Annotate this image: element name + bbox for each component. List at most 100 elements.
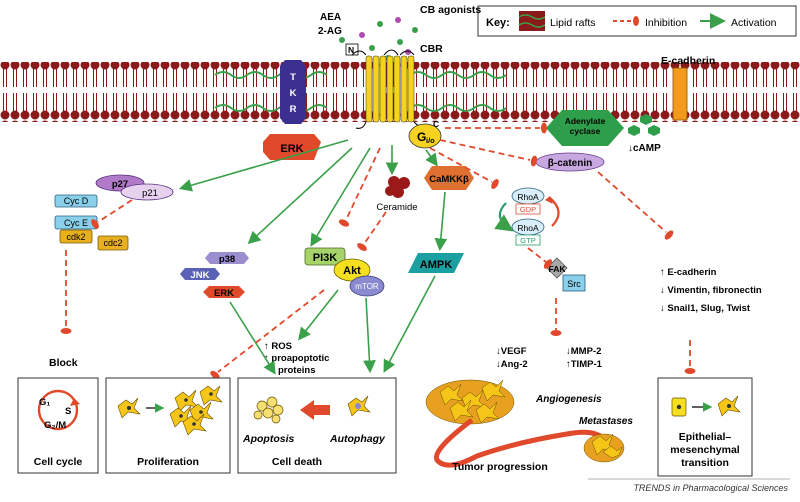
lipid-raft-right — [409, 71, 507, 112]
gio-protein: G i/o — [408, 123, 442, 149]
ligands: AEA 2-AG CB agonists N CBR C — [318, 4, 481, 129]
tumor-mass-icon — [425, 379, 515, 425]
effect-labels: Block ↑ ROS ↑ proapoptotic proteins ↓VEG… — [49, 267, 762, 376]
camp-label: ↓cAMP — [628, 143, 661, 154]
camkk-label: CaMKKβ — [429, 174, 469, 185]
cell-death-label: Cell death — [272, 456, 322, 468]
rhoa-gtp-label: RhoA — [517, 223, 539, 233]
emt-label-3: transition — [681, 457, 729, 469]
p38-label: p38 — [219, 254, 235, 265]
tumor-progression-label: Tumor progression — [452, 461, 547, 473]
single-cell-icon — [117, 397, 141, 419]
cbr-label: CBR — [420, 43, 443, 55]
erk-mid-label: ERK — [214, 288, 234, 299]
erk-top: ERK — [263, 134, 321, 160]
pi3k-akt-mtor: PI3K Akt mTOR — [304, 247, 385, 297]
ang2-label: ↓Ang-2 — [496, 359, 528, 370]
outcome-proliferation: Proliferation — [105, 377, 231, 474]
akt-label: Akt — [343, 265, 361, 277]
vimentin-label: ↓ Vimentin, fibronectin — [660, 285, 762, 296]
cyclins: Cyc D Cyc E cdk2 cdc2 — [54, 194, 129, 251]
cell-cycle-label: Cell cycle — [34, 456, 83, 468]
cell-death-arrow-icon — [300, 400, 330, 420]
g1-label: G₁ — [39, 397, 50, 408]
adenylate-label: Adenylate — [565, 116, 606, 126]
cyc-d-label: Cyc D — [64, 196, 89, 206]
rhoa-activate-arrow — [494, 202, 514, 232]
ampk-label: AMPK — [420, 259, 452, 271]
aea-label: AEA — [320, 12, 341, 23]
cell-cycle-icon — [37, 389, 79, 431]
inhibition-ends — [60, 122, 696, 380]
tkr-label-k: K — [290, 88, 297, 99]
e-cadherin-up-label: ↑ E-cadherin — [660, 267, 717, 278]
tkr-label-r: R — [290, 104, 297, 115]
tkr-receptor: T K R — [280, 60, 306, 124]
outcome-emt: Epithelial– mesenchymal transition — [657, 377, 753, 477]
cyc-e-label: Cyc E — [64, 218, 88, 228]
rhoa-gdp-label: RhoA — [517, 192, 539, 202]
ampk: AMPK — [408, 253, 464, 273]
blood-vessel-icon — [433, 418, 610, 468]
g2m-label: G₂/M — [44, 420, 66, 431]
outcome-cell-cycle: G₁ S G₂/M Cell cycle — [17, 377, 99, 474]
gio-sub-label: i/o — [426, 136, 435, 145]
tkr-label-t: T — [290, 72, 296, 83]
e-cadherin-membrane-label: E-cadherin — [661, 55, 715, 67]
inhibition-arrows — [65, 127, 691, 373]
emt-label-1: Epithelial– — [679, 431, 732, 443]
camp-molecules-icon — [628, 114, 660, 136]
epithelial-cell-icon — [671, 397, 687, 417]
gio-label: G — [417, 130, 426, 144]
n-terminal-label: N — [348, 45, 354, 55]
s-label: S — [65, 406, 71, 417]
proliferation-label: Proliferation — [137, 456, 199, 468]
mapk-group: p38 JNK ERK — [180, 252, 249, 299]
emt-label-2: mesenchymal — [670, 444, 740, 456]
source-credit: TRENDS in Pharmacological Sciences — [633, 483, 788, 493]
c-terminal-label: C — [433, 119, 439, 129]
mtor-label: mTOR — [355, 282, 379, 291]
key-inhibition-label: Inhibition — [645, 17, 687, 29]
key-activation-label: Activation — [731, 17, 777, 29]
erk-top-label: ERK — [280, 143, 303, 155]
apoptosis-label: Apoptosis — [242, 433, 294, 445]
proteins-label: proteins — [278, 365, 315, 376]
camkk: CaMKKβ — [424, 166, 474, 190]
jnk-label: JNK — [190, 270, 209, 281]
cdk2-label: cdk2 — [66, 232, 85, 242]
metastasis-icon — [583, 433, 625, 463]
block-label: Block — [49, 357, 78, 369]
rhoa-inactivate-arrow — [549, 197, 560, 227]
p27-label: p27 — [112, 179, 128, 190]
gtp-label: GTP — [520, 236, 535, 245]
mesenchymal-cell-icon — [717, 395, 741, 417]
p27-p21: p27 p21 — [95, 174, 174, 201]
outcome-cell-death: Apoptosis Autophagy Cell death — [237, 377, 397, 474]
mmp2-label: ↓MMP-2 — [566, 346, 601, 357]
cyclase-label: cyclase — [570, 126, 601, 136]
metastases-label: Metastases — [579, 416, 633, 427]
adenylate-cyclase: Adenylate cyclase ↓cAMP — [546, 110, 661, 154]
proapoptotic-label: ↑ proapoptotic — [264, 353, 329, 364]
legend-key: Key: Lipid rafts Inhibition Activation — [477, 5, 797, 37]
angiogenesis-label: Angiogenesis — [535, 394, 602, 405]
lipid-raft-left — [214, 71, 328, 112]
rhoa-cycle: RhoA GDP RhoA GTP — [494, 187, 560, 246]
ceramide-icon — [385, 176, 410, 198]
gdp-label: GDP — [520, 205, 536, 214]
two-ag-label: 2-AG — [318, 26, 342, 37]
outcome-tumor-progression: Angiogenesis Metastases Tumor progressio… — [425, 379, 633, 473]
fak-src: FAK Src — [546, 257, 586, 292]
fak-label: FAK — [549, 264, 567, 274]
autophagic-cell-icon — [347, 395, 371, 417]
e-cadherin-protein: E-cadherin — [661, 55, 715, 121]
inhibition-icon — [613, 16, 639, 26]
ros-label: ↑ ROS — [264, 341, 292, 352]
ceramide: Ceramide — [376, 176, 418, 213]
key-title: Key: — [486, 17, 510, 29]
activation-arrows — [178, 139, 448, 375]
p21-label: p21 — [142, 188, 158, 199]
lipid-raft-icon — [518, 11, 546, 31]
